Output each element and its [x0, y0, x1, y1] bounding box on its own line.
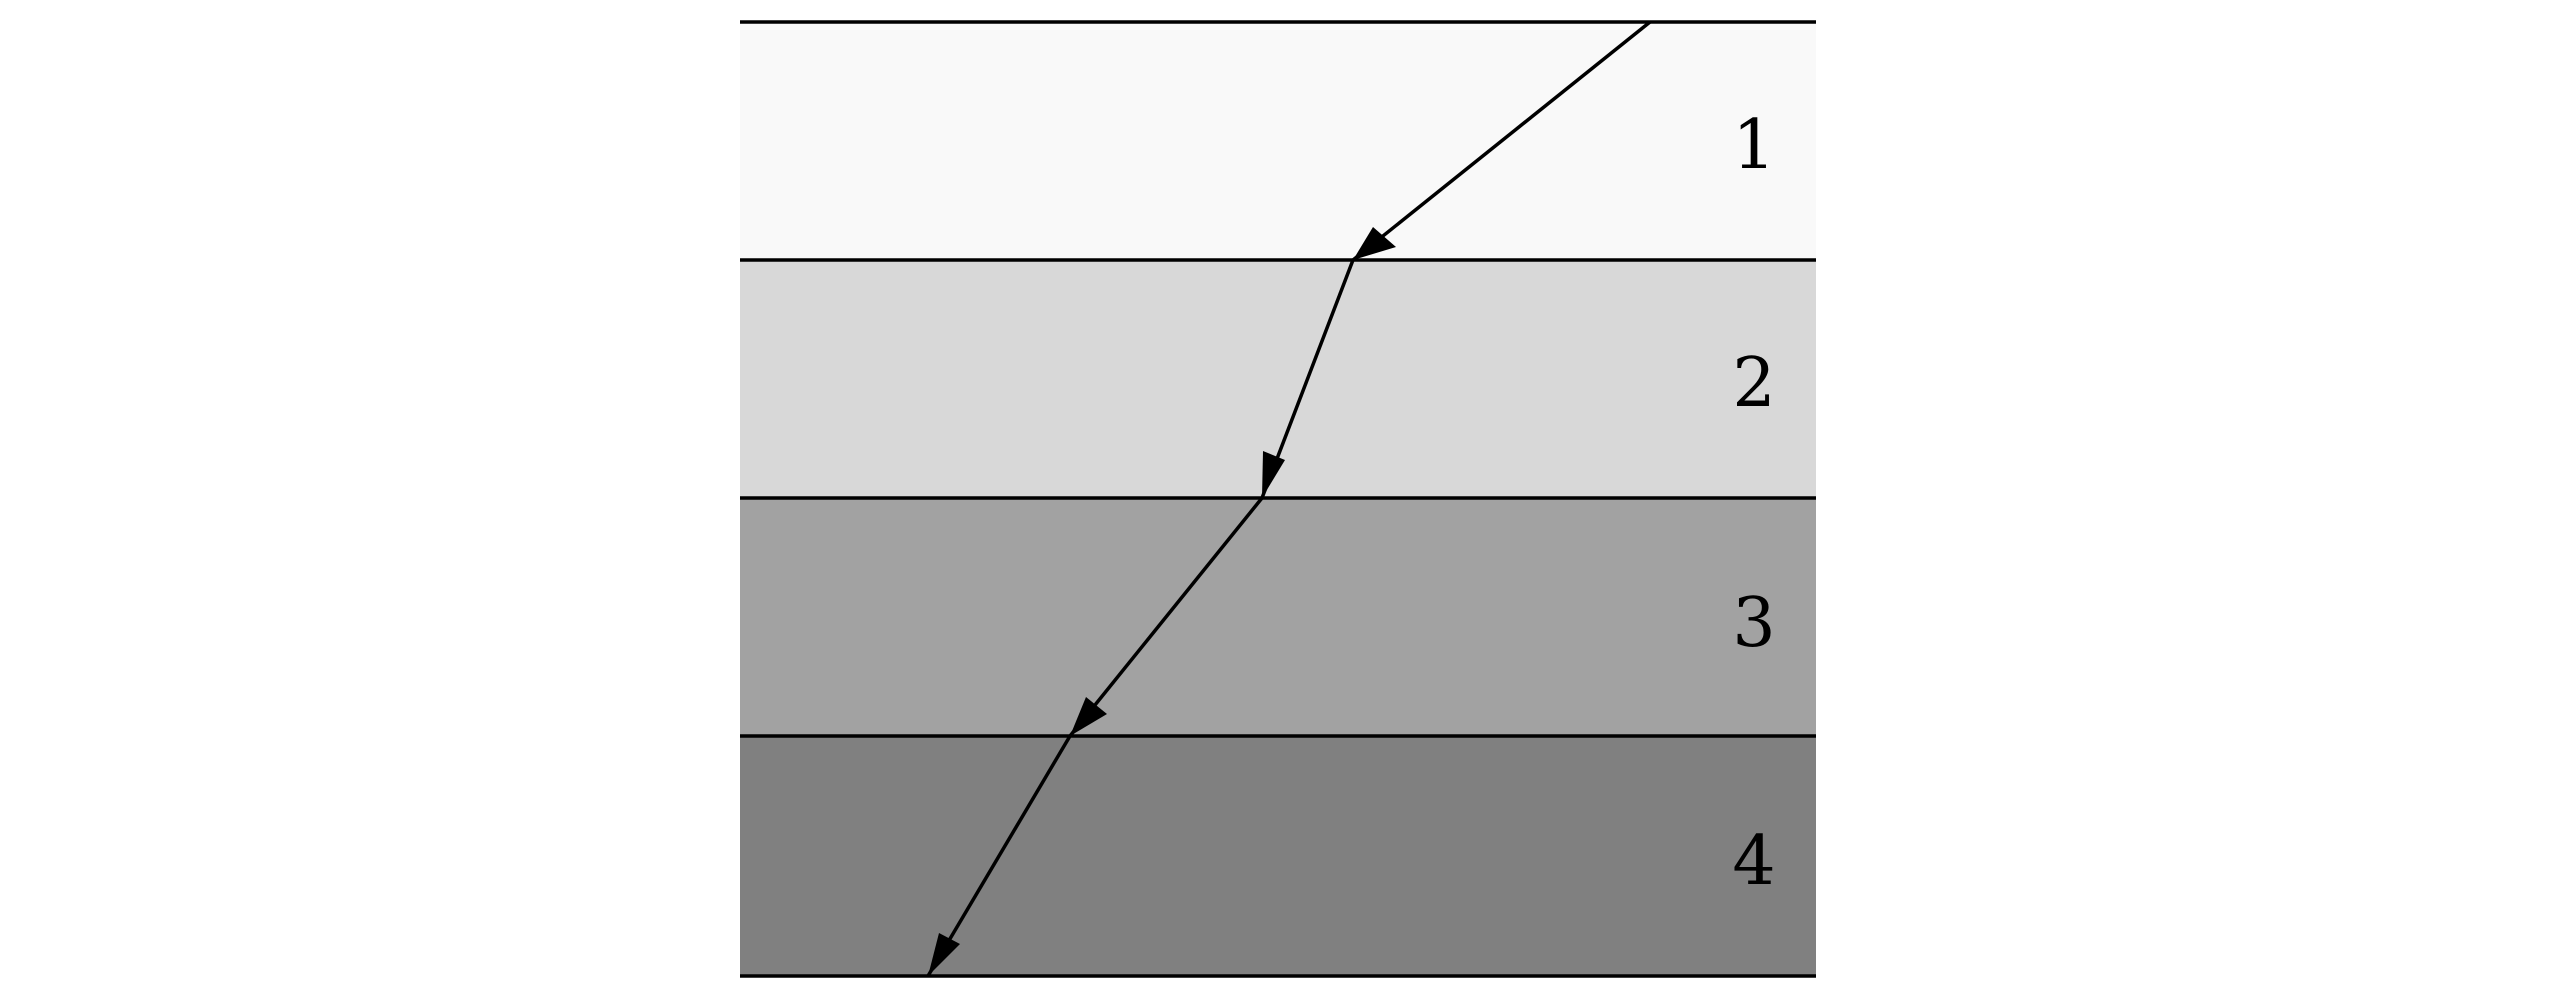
layer-4-band [740, 736, 1816, 976]
ray-segment-layer-4 [926, 735, 1072, 977]
layer-4-label: 4 [1732, 822, 1775, 901]
layer-1-label: 1 [1732, 106, 1775, 185]
ray-segment-layer-3 [1068, 496, 1264, 738]
layer-1-band [740, 22, 1816, 260]
ray-arrowhead-2 [1262, 451, 1285, 498]
layer-2-label: 2 [1732, 344, 1775, 423]
ray-arrowhead-1 [1353, 227, 1396, 260]
layer-3-band [740, 498, 1816, 736]
layer-3-label: 3 [1732, 584, 1775, 663]
ray-segment-layer-1 [1351, 20, 1652, 262]
ray-arrowhead-4 [928, 933, 960, 976]
ray-arrowhead-3 [1070, 697, 1107, 736]
